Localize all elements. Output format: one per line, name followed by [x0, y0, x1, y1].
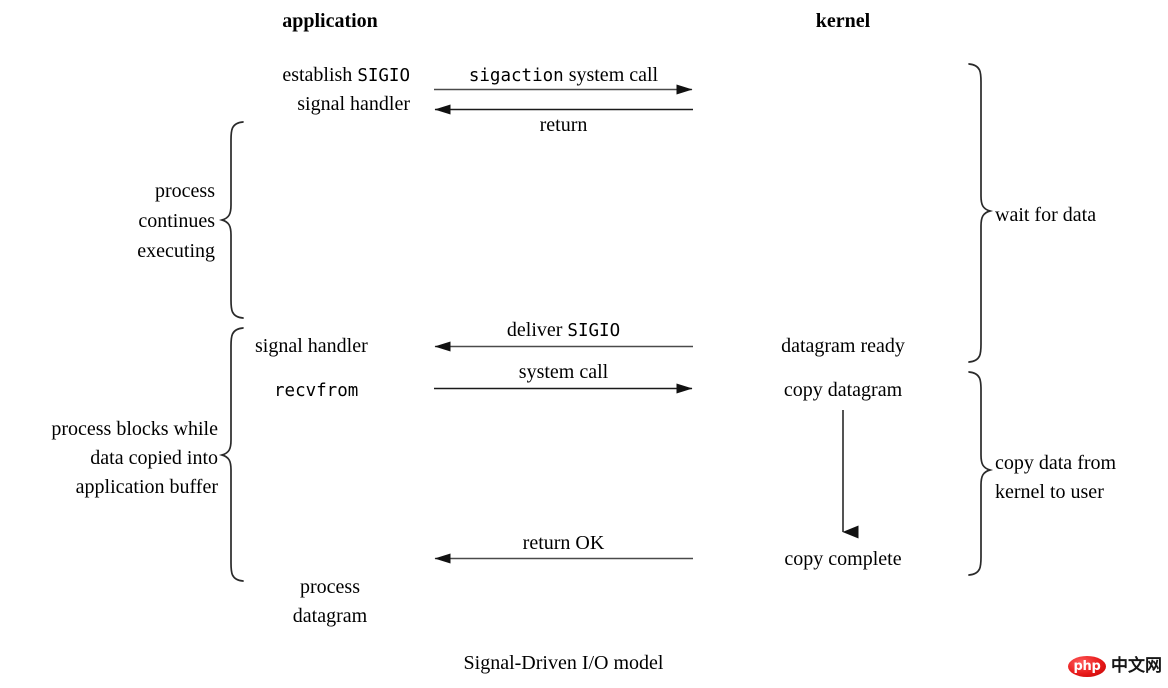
app-step-establish-sigio: establish SIGIO: [140, 60, 410, 91]
column-header-application: application: [282, 10, 378, 32]
brace-app-process-blocks: [218, 327, 244, 582]
brace-app-process-continues: [218, 121, 244, 319]
establish-text: establish: [282, 64, 358, 86]
kernel-step-datagram-ready: datagram ready: [781, 335, 905, 357]
brace-kernel-wait-for-data: [968, 63, 994, 363]
arrow-label-sigaction-system-call: sigaction system call: [434, 60, 693, 91]
diagram-caption: Signal-Driven I/O model: [463, 652, 664, 674]
watermark-site-text: 中文网: [1111, 656, 1162, 676]
sigio-deliver-mono-text: SIGIO: [567, 321, 621, 341]
arrow-label-return: return: [539, 114, 588, 136]
deliver-text: deliver: [506, 319, 568, 341]
system-call-text: system call: [563, 64, 659, 86]
php-logo-badge: php: [1068, 655, 1106, 677]
app-step-signal-handler-line2: signal handler: [297, 93, 410, 115]
brace-kernel-copy-data: [968, 371, 994, 576]
arrow-label-return-ok: return OK: [522, 532, 605, 554]
app-brace-2-label-line2: data copied into: [90, 447, 218, 469]
kernel-brace-2-label-line2: kernel to user: [995, 481, 1104, 503]
app-brace-1-label-line1: process: [155, 180, 215, 202]
kernel-step-copy-complete: copy complete: [784, 548, 902, 570]
app-brace-2-label-line1: process blocks while: [51, 418, 218, 440]
app-step-signal-handler: signal handler: [255, 335, 368, 357]
app-brace-1-label-line2: continues: [138, 210, 215, 232]
app-step-recvfrom: recvfrom: [274, 381, 359, 401]
app-brace-2-label-line3: application buffer: [75, 476, 218, 498]
sigio-mono-text: SIGIO: [357, 66, 410, 86]
kernel-step-copy-datagram: copy datagram: [783, 379, 903, 401]
column-header-kernel: kernel: [815, 10, 871, 32]
watermark: php 中文网: [1068, 653, 1164, 679]
sigaction-mono-text: sigaction: [468, 66, 564, 86]
kernel-brace-1-label: wait for data: [995, 204, 1097, 226]
arrow-label-deliver-sigio: deliver SIGIO: [434, 315, 693, 346]
arrow-label-system-call: system call: [518, 361, 609, 383]
kernel-brace-2-label-line1: copy data from: [995, 452, 1117, 474]
app-step-process-datagram-line1: process: [300, 576, 360, 598]
app-step-process-datagram-line2: datagram: [292, 605, 368, 627]
app-brace-1-label-line3: executing: [137, 240, 215, 262]
